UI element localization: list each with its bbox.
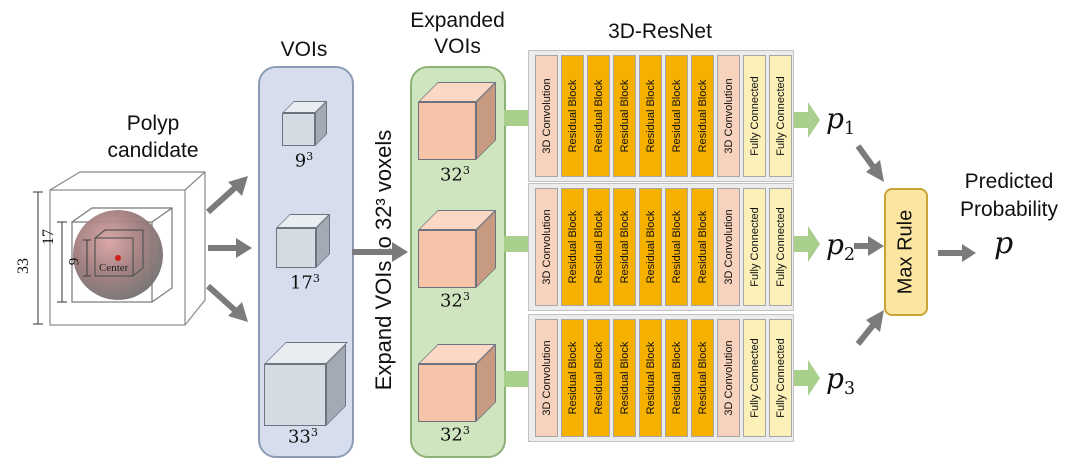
dim-33-label: 33: [15, 258, 32, 274]
output-p3: p3: [826, 362, 855, 400]
network-block-label: 3D Convolution: [540, 340, 553, 416]
green-connector-3: [504, 371, 530, 387]
network-block-3d-convolution: 3D Convolution: [535, 55, 558, 177]
network-block-residual-block: Residual Block: [587, 55, 610, 177]
network-block-label: 3D Convolution: [540, 209, 553, 285]
arrows-to-vois: [205, 176, 252, 322]
voi-label-17: 173: [289, 272, 320, 294]
green-connector-1: [504, 110, 530, 126]
network-block-fully-connected: Fully Connected: [743, 55, 766, 177]
network-block-fully-connected: Fully Connected: [769, 55, 792, 177]
max-rule-box: Max Rule: [884, 188, 928, 316]
expanded-label-2: 323: [439, 290, 470, 312]
dim-9-label: 9: [66, 257, 83, 266]
network-block-label: Residual Block: [566, 79, 579, 153]
network-block-residual-block: Residual Block: [665, 319, 688, 437]
network-block-residual-block: Residual Block: [561, 319, 584, 437]
network-block-label: 3D Convolution: [722, 78, 735, 154]
network-block-residual-block: Residual Block: [691, 188, 714, 306]
network-block-residual-block: Residual Block: [561, 188, 584, 306]
network-block-label: Residual Block: [566, 341, 579, 415]
network-block-label: Residual Block: [696, 79, 709, 153]
arrows-to-max-rule: [854, 144, 884, 346]
network-block-label: Residual Block: [618, 341, 631, 415]
expanded-label-1: 323: [439, 164, 470, 186]
network-block-label: Fully Connected: [748, 207, 761, 287]
network-block-fully-connected: Fully Connected: [769, 319, 792, 437]
expanded-vois-title: Expanded VOIs: [410, 9, 505, 58]
network-block-label: Fully Connected: [774, 338, 787, 418]
network-block-residual-block: Residual Block: [613, 188, 636, 306]
network-block-label: Residual Block: [566, 210, 579, 284]
network-block-3d-convolution: 3D Convolution: [535, 188, 558, 306]
network-block-label: Residual Block: [644, 341, 657, 415]
network-block-label: 3D Convolution: [722, 340, 735, 416]
network-block-label: Residual Block: [644, 79, 657, 153]
network-block-3d-convolution: 3D Convolution: [717, 55, 740, 177]
network-block-residual-block: Residual Block: [561, 55, 584, 177]
network-block-3d-convolution: 3D Convolution: [535, 319, 558, 437]
resnet-title: 3D-ResNet: [608, 20, 712, 43]
expand-arrow: [352, 242, 408, 262]
network-block-residual-block: Residual Block: [639, 188, 662, 306]
network-block-label: Residual Block: [644, 210, 657, 284]
network-block-label: Fully Connected: [748, 338, 761, 418]
resnet-row-3: 3D Convolution Residual Block Residual Blo…: [528, 314, 794, 442]
network-block-label: 3D Convolution: [540, 78, 553, 154]
final-output-p: p: [994, 226, 1014, 261]
network-block-residual-block: Residual Block: [613, 319, 636, 437]
polyp-candidate-title: Polyp candidate: [107, 112, 199, 162]
network-block-3d-convolution: 3D Convolution: [717, 319, 740, 437]
network-block-label: Residual Block: [592, 79, 605, 153]
network-block-residual-block: Residual Block: [587, 188, 610, 306]
dim-17-label: 17: [40, 229, 57, 245]
expanded-label-3: 323: [439, 424, 470, 446]
network-block-residual-block: Residual Block: [639, 319, 662, 437]
network-block-label: Residual Block: [670, 79, 683, 153]
resnet-row-2: 3D Convolution Residual Block Residual Blo…: [528, 183, 794, 311]
network-block-residual-block: Residual Block: [691, 55, 714, 177]
final-arrow: [938, 244, 976, 262]
network-block-residual-block: Residual Block: [665, 188, 688, 306]
voi-label-9: 93: [294, 150, 314, 172]
center-label: Center: [99, 262, 129, 274]
voi-label-33: 333: [287, 426, 318, 448]
network-block-label: Fully Connected: [748, 76, 761, 156]
network-block-residual-block: Residual Block: [691, 319, 714, 437]
network-block-label: Residual Block: [696, 341, 709, 415]
resnet-row-1: 3D Convolution Residual Block Residual Blo…: [528, 50, 794, 182]
network-block-label: Residual Block: [618, 210, 631, 284]
network-block-label: Residual Block: [670, 210, 683, 284]
max-rule-label: Max Rule: [894, 209, 917, 295]
green-output-arrows: [794, 102, 820, 396]
network-block-label: Residual Block: [696, 210, 709, 284]
output-p2: p2: [826, 228, 855, 266]
network-block-label: Residual Block: [670, 341, 683, 415]
green-connector-2: [504, 236, 530, 252]
output-p1: p1: [826, 102, 855, 140]
network-block-label: 3D Convolution: [722, 209, 735, 285]
network-block-label: Residual Block: [592, 341, 605, 415]
network-block-label: Fully Connected: [774, 76, 787, 156]
vois-title: VOIs: [280, 38, 328, 61]
network-block-label: Residual Block: [592, 210, 605, 284]
network-block-fully-connected: Fully Connected: [743, 319, 766, 437]
predicted-probability-title: Predicted Probability: [959, 170, 1059, 221]
network-block-residual-block: Residual Block: [587, 319, 610, 437]
network-block-fully-connected: Fully Connected: [743, 188, 766, 306]
network-block-residual-block: Residual Block: [613, 55, 636, 177]
network-block-residual-block: Residual Block: [665, 55, 688, 177]
polyp-candidate-diagram: [33, 171, 206, 326]
network-block-3d-convolution: 3D Convolution: [717, 188, 740, 306]
network-block-fully-connected: Fully Connected: [769, 188, 792, 306]
network-block-residual-block: Residual Block: [639, 55, 662, 177]
network-block-label: Fully Connected: [774, 207, 787, 287]
network-block-label: Residual Block: [618, 79, 631, 153]
